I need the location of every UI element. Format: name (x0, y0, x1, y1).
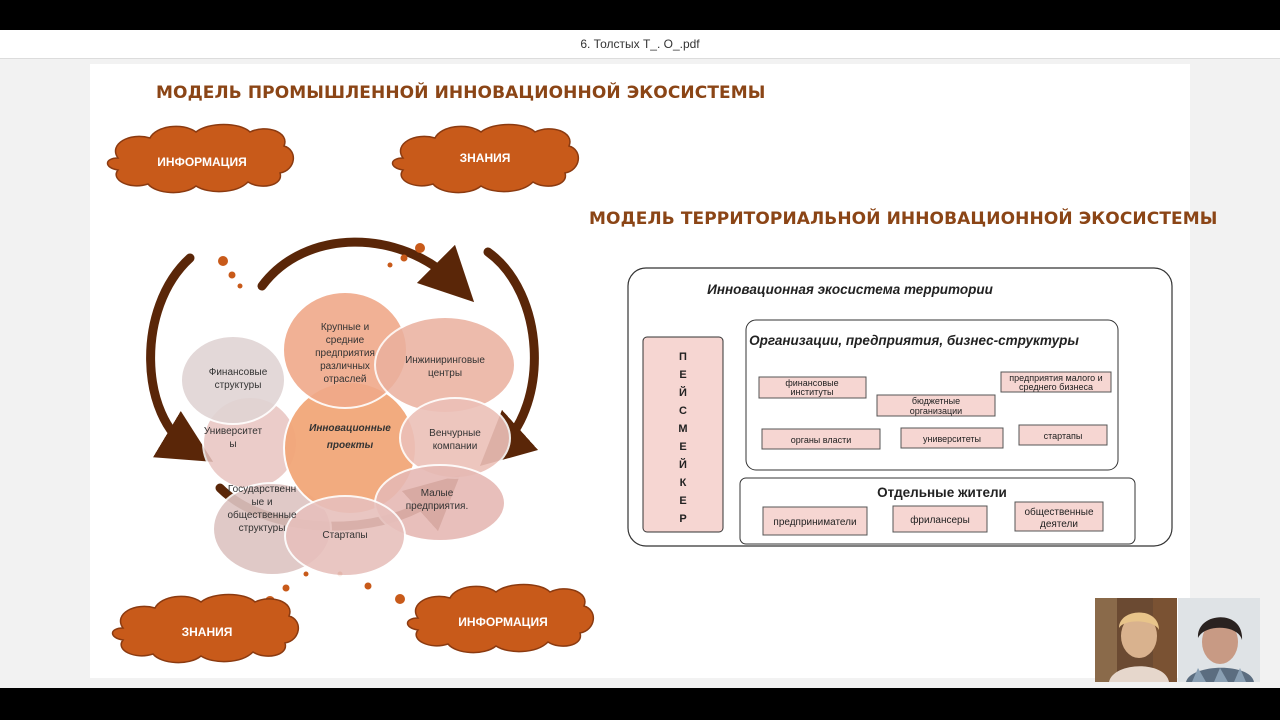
cloud-label: ИНФОРМАЦИЯ (157, 155, 246, 169)
svg-text:фрилансеры: фрилансеры (910, 514, 970, 526)
svg-text:институты: институты (791, 387, 834, 397)
svg-text:общественные: общественные (1024, 506, 1094, 518)
circle-startups: Стартапы (322, 530, 367, 541)
circle-innovation-projects: Инновационные проекты (309, 423, 391, 451)
svg-text:С: С (679, 405, 687, 417)
territorial-ecosystem-title: МОДЕЛЬ ТЕРРИТОРИАЛЬНОЙ ИННОВАЦИОННОЙ ЭКО… (589, 209, 1218, 229)
cloud-top-right: ЗНАНИЯ (391, 123, 579, 194)
svg-text:предприятия: предприятия (315, 348, 375, 359)
arrow-top (257, 237, 475, 303)
svg-text:Инжиниринговые: Инжиниринговые (405, 355, 485, 366)
svg-text:Университет: Университет (204, 426, 263, 437)
svg-text:университеты: университеты (923, 434, 981, 444)
svg-text:Е: Е (679, 441, 686, 453)
organizations-box: Организации, предприятия, бизнес-структу… (745, 319, 1119, 471)
circle-universities: Университет ы (204, 426, 263, 450)
circle-government-structures: Государственн ые и общественные структур… (227, 484, 297, 534)
svg-text:Венчурные: Венчурные (429, 428, 481, 439)
svg-text:Стартапы: Стартапы (322, 530, 367, 541)
cloud-bottom-left: ЗНАНИЯ (111, 593, 299, 664)
svg-text:различных: различных (320, 361, 370, 372)
video-thumbnail-participant-1[interactable] (1095, 598, 1177, 682)
svg-text:компании: компании (433, 441, 478, 452)
svg-text:ы: ы (229, 439, 236, 450)
circle-engineering-centers: Инжиниринговые центры (405, 355, 485, 379)
cloud-label: ЗНАНИЯ (460, 151, 511, 165)
svg-text:К: К (680, 477, 687, 489)
cloud-icon (106, 123, 294, 194)
pdf-title-bar: 6. Толстых Т_. О_.pdf (0, 30, 1280, 59)
svg-text:Й: Й (679, 458, 687, 471)
svg-text:предприниматели: предприниматели (773, 517, 856, 528)
svg-text:среднего бизнеса: среднего бизнеса (1019, 382, 1093, 392)
svg-text:финансовые: финансовые (785, 378, 838, 388)
industrial-ecosystem-diagram: ИНФОРМАЦИЯ ЗНАНИЯ ЗНАНИЯ ИНФОРМАЦИЯ (106, 123, 594, 664)
svg-text:Отдельные жители: Отдельные жители (877, 485, 1007, 500)
participant-video-icon (1178, 598, 1260, 682)
territorial-ecosystem-diagram: Инновационная экосистема территории П Е … (627, 267, 1173, 547)
svg-text:Инновационные: Инновационные (309, 423, 391, 434)
svg-text:проекты: проекты (327, 440, 374, 451)
svg-text:средние: средние (326, 335, 365, 346)
circle-financial-structures: Финансовые структуры (209, 367, 268, 391)
ecosystem-circles: Крупные и средние предприятия различных … (180, 291, 516, 577)
peacemaker-column: П Е Й С М Е Й К Е Р (642, 336, 724, 533)
circle-large-enterprises: Крупные и средние предприятия различных … (315, 322, 375, 385)
svg-text:Е: Е (679, 369, 686, 381)
svg-text:органы власти: органы власти (791, 435, 852, 445)
svg-text:Р: Р (679, 513, 686, 525)
svg-text:П: П (679, 351, 687, 363)
pdf-viewer[interactable]: МОДЕЛЬ ПРОМЫШЛЕННОЙ ИННОВАЦИОННОЙ ЭКОСИС… (0, 59, 1280, 688)
cloud-label: ЗНАНИЯ (182, 625, 233, 639)
circle-small-enterprises: Малые предприятия. (406, 488, 469, 512)
svg-text:Е: Е (679, 495, 686, 507)
svg-text:Государственн: Государственн (228, 484, 296, 495)
svg-text:Финансовые: Финансовые (209, 367, 268, 378)
cloud-top-left: ИНФОРМАЦИЯ (106, 123, 294, 194)
territory-title: Инновационная экосистема территории (707, 282, 993, 297)
arrow-left (146, 253, 214, 462)
cloud-label: ИНФОРМАЦИЯ (458, 615, 547, 629)
video-thumbnail-participant-2[interactable] (1178, 598, 1260, 682)
svg-text:Крупные и: Крупные и (321, 322, 369, 333)
cloud-icon (111, 593, 299, 664)
svg-text:структуры: структуры (215, 380, 262, 391)
svg-text:Организации, предприятия, бизн: Организации, предприятия, бизнес-структу… (749, 333, 1079, 348)
svg-text:организации: организации (910, 406, 962, 416)
industrial-ecosystem-title: МОДЕЛЬ ПРОМЫШЛЕННОЙ ИННОВАЦИОННОЙ ЭКОСИС… (156, 83, 766, 103)
residents-box: Отдельные жители предприниматели фриланс… (739, 477, 1136, 545)
cloud-icon (391, 123, 579, 194)
svg-text:Малые: Малые (421, 488, 454, 499)
svg-text:структуры: структуры (239, 523, 286, 534)
arrow-right (479, 247, 539, 467)
participant-video-icon (1095, 598, 1177, 682)
circle-venture-companies: Венчурные компании (429, 428, 481, 452)
svg-text:предприятия.: предприятия. (406, 501, 469, 512)
svg-text:деятели: деятели (1040, 519, 1078, 530)
svg-text:отраслей: отраслей (323, 374, 366, 385)
svg-text:М: М (678, 423, 687, 435)
svg-text:центры: центры (428, 368, 462, 379)
document-title: 6. Толстых Т_. О_.pdf (580, 37, 700, 51)
svg-text:общественные: общественные (227, 509, 297, 521)
slide-page: МОДЕЛЬ ПРОМЫШЛЕННОЙ ИННОВАЦИОННОЙ ЭКОСИС… (90, 64, 1217, 678)
svg-text:предприятия малого и: предприятия малого и (1009, 373, 1102, 383)
svg-text:бюджетные: бюджетные (912, 396, 960, 406)
svg-text:Й: Й (679, 386, 687, 399)
svg-text:стартапы: стартапы (1044, 431, 1083, 441)
cloud-bottom-right: ИНФОРМАЦИЯ (406, 583, 594, 654)
cloud-icon (406, 583, 594, 654)
svg-text:ые и: ые и (251, 497, 272, 508)
